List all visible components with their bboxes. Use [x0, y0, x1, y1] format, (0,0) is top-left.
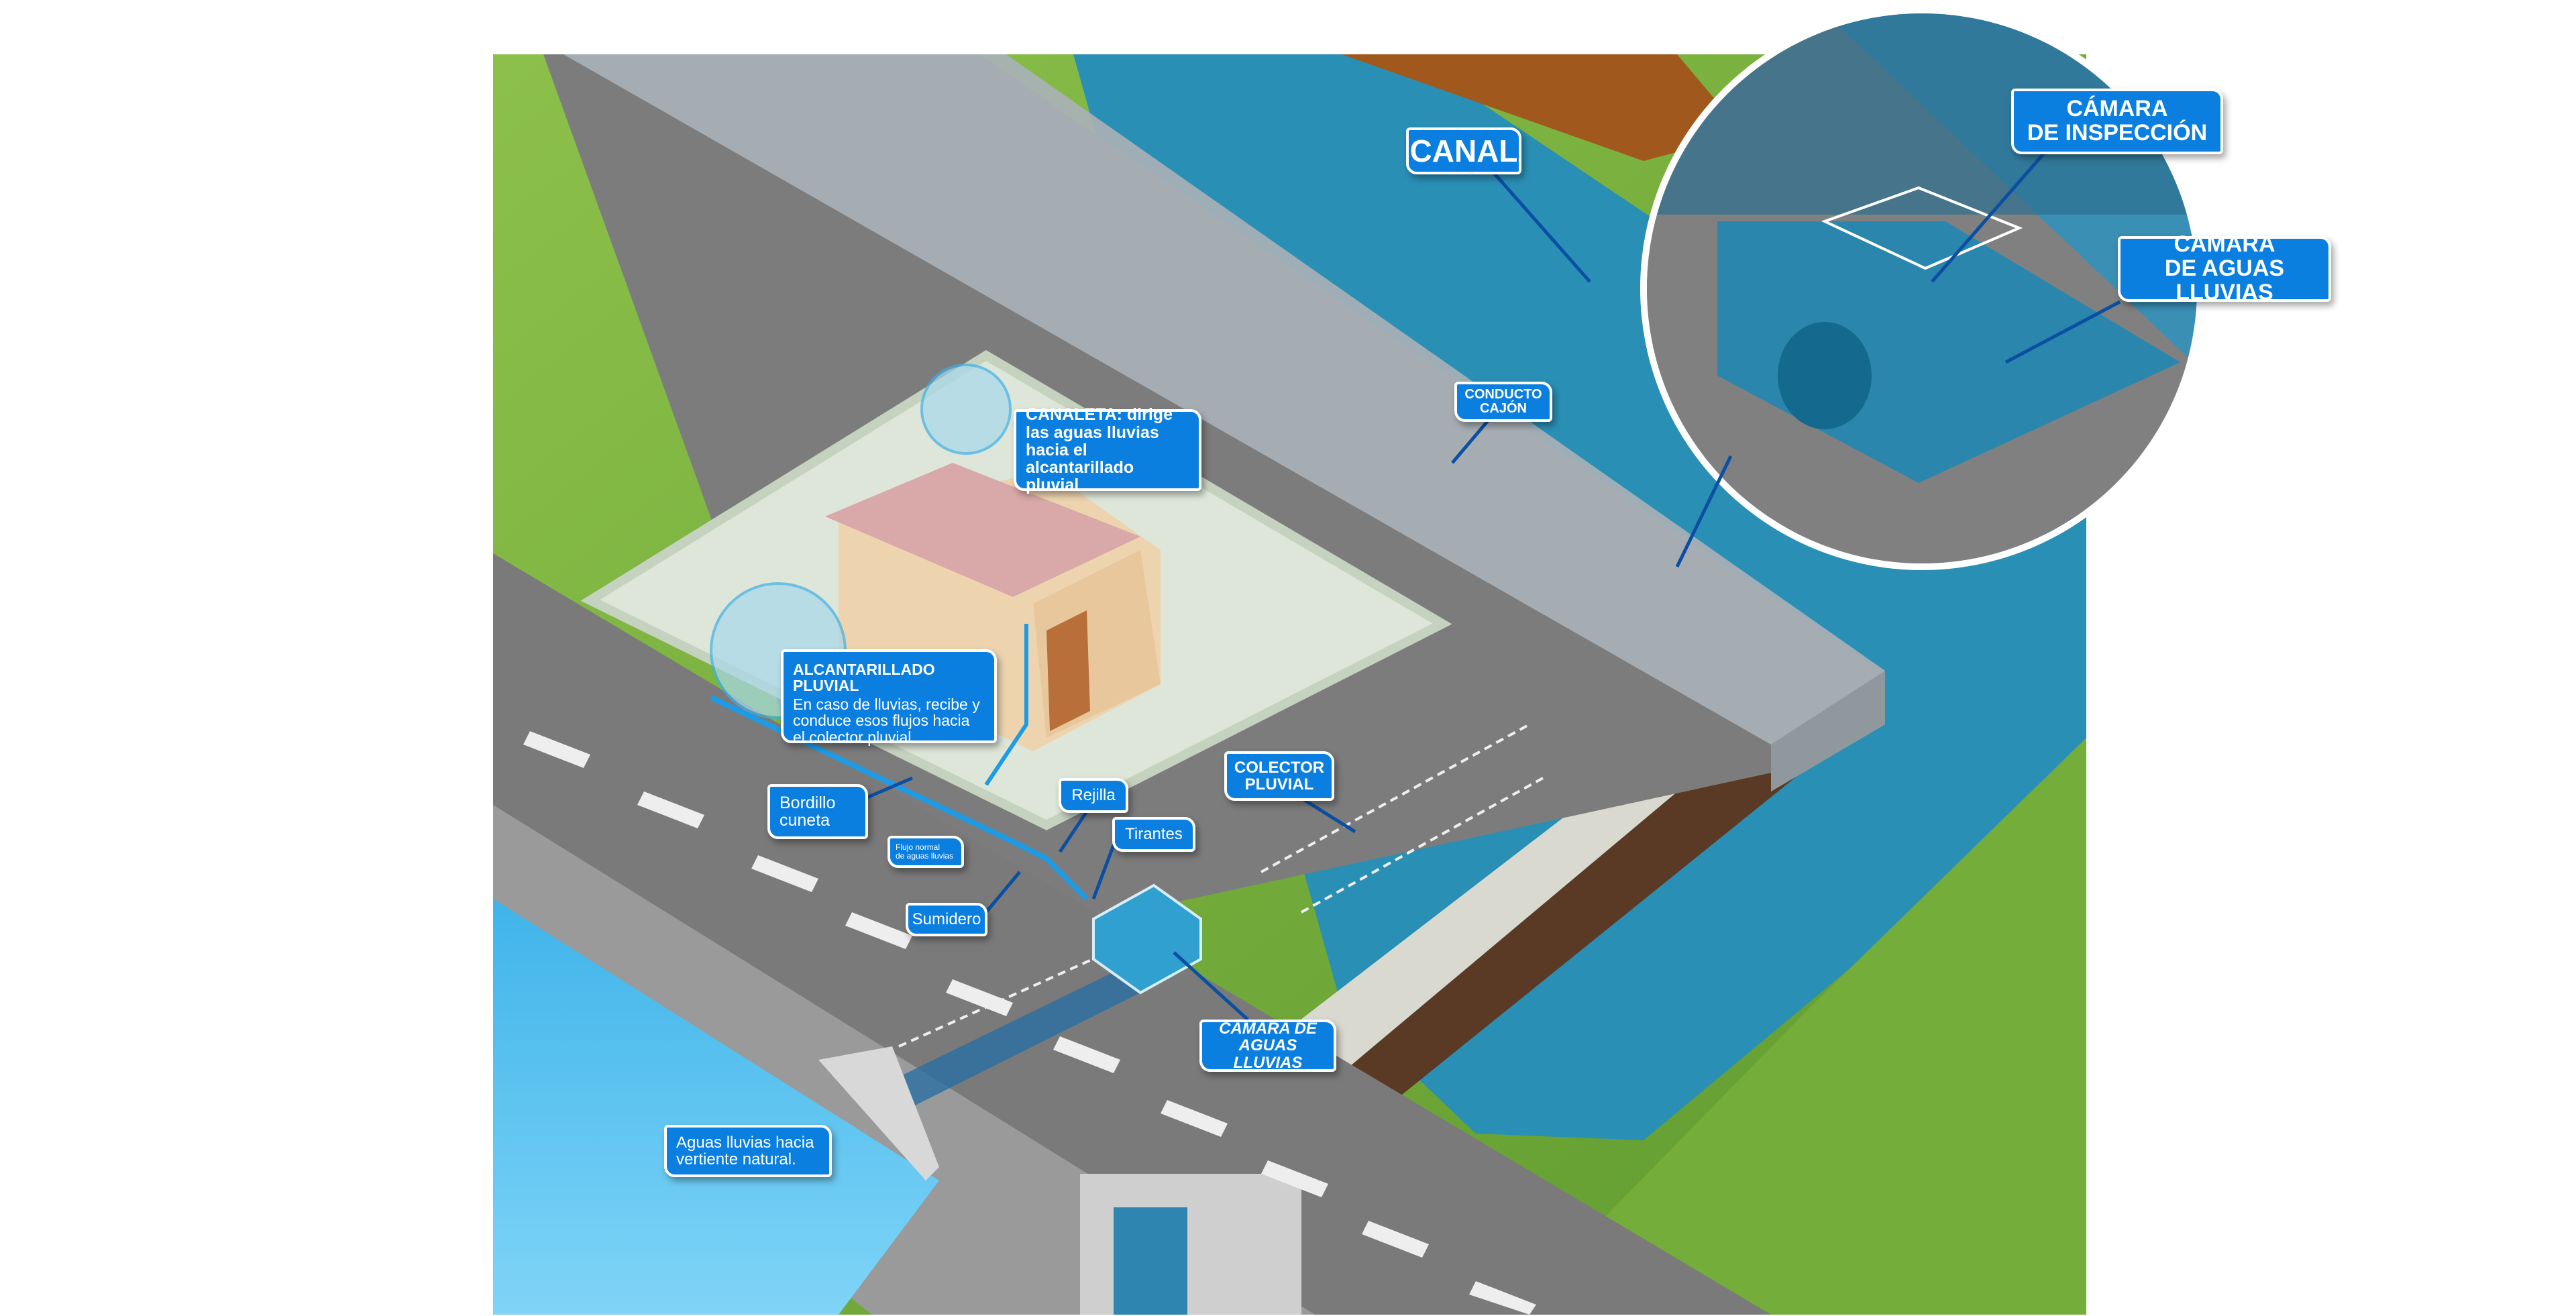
label-line: AGUAS LLUVIAS — [1233, 1036, 1303, 1072]
label-line: de aguas lluvias — [896, 851, 954, 861]
label-conducto-cajon: CONDUCTO CAJÓN — [1454, 382, 1552, 422]
label-camara-inspeccion: CÁMARA DE INSPECCIÓN — [2011, 89, 2223, 154]
label-title: ALCANTARILLADO PLUVIAL — [793, 661, 935, 695]
label-line: COLECTOR — [1234, 758, 1325, 777]
label-line: vertiente natural. — [676, 1150, 796, 1168]
leader-lines — [865, 150, 2121, 1021]
label-body: En caso de lluvias, recibe y conduce eso… — [793, 696, 980, 746]
inset-circle — [1640, 7, 2204, 570]
label-flujo-normal: Flujo normal de aguas lluvias — [888, 836, 964, 868]
label-line: DE AGUAS LLUVIAS — [2164, 256, 2285, 305]
label-aguas-vertiente: Aguas lluvias hacia vertiente natural. — [664, 1125, 832, 1177]
label-line: Aguas lluvias hacia — [676, 1133, 814, 1152]
label-tirantes: Tirantes — [1112, 817, 1195, 852]
label-canaleta: CANALETA: dirige las aguas lluvias hacia… — [1014, 406, 1201, 494]
label-line: CÁMARA — [2174, 231, 2275, 258]
label-line: Bordillo — [780, 793, 836, 812]
label-camara-aguas-lluvias: CÁMARA DE AGUAS LLUVIAS — [1199, 1020, 1336, 1072]
label-line: CONDUCTO — [1464, 387, 1542, 402]
label-line: CAJÓN — [1479, 401, 1527, 416]
label-line: PLUVIAL — [1244, 775, 1314, 793]
label-sumidero: Sumidero — [906, 903, 987, 936]
label-line: CÁMARA — [2066, 96, 2168, 122]
label-bordillo-cuneta: Bordillo cuneta — [767, 784, 868, 839]
label-line: cuneta — [780, 811, 830, 830]
label-colector-pluvial: COLECTOR PLUVIAL — [1224, 751, 1334, 801]
label-rejilla: Rejilla — [1059, 778, 1128, 813]
label-alcantarillado-pluvial: ALCANTARILLADO PLUVIAL En caso de lluvia… — [781, 649, 997, 746]
label-line: CÁMARA DE — [1219, 1020, 1317, 1038]
label-line: Flujo normal — [896, 842, 941, 853]
label-line: DE INSPECCIÓN — [2027, 120, 2208, 146]
label-canal: CANAL — [1406, 127, 1521, 174]
label-camara-aguas-lluvias-inset: CÁMARA DE AGUAS LLUVIAS — [2118, 231, 2331, 305]
